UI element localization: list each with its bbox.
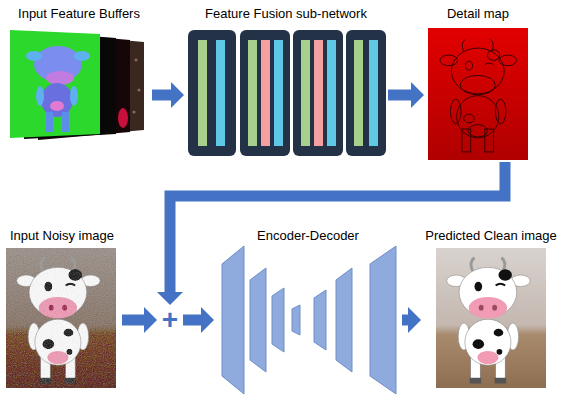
panel-heading: Input Feature Buffers xyxy=(6,6,152,22)
flow-arrow xyxy=(402,320,408,321)
noisy-image-illustration xyxy=(6,248,116,388)
panel-heading: Input Noisy image xyxy=(2,228,122,244)
flow-arrow xyxy=(388,95,411,96)
flow-arrow xyxy=(183,320,201,321)
flow-arrow xyxy=(152,95,171,96)
network-block: Encoder-Decoder xyxy=(214,228,402,398)
flow-arrow xyxy=(122,320,144,321)
arrow-shaft xyxy=(122,315,144,326)
encoder-decoder-illustration xyxy=(222,246,396,394)
panel-heading: Detail map xyxy=(424,6,532,22)
flow-arrow xyxy=(170,162,505,292)
network-block: Feature Fusion sub-network xyxy=(184,6,388,158)
image-panel: Predicted Clean image xyxy=(421,228,561,392)
panel-heading: Feature Fusion sub-network xyxy=(184,6,388,22)
panel-heading: Encoder-Decoder xyxy=(214,228,402,244)
fusion-blocks-illustration xyxy=(188,30,386,156)
feature-buffers-illustration xyxy=(10,30,144,140)
arrow-shaft xyxy=(183,315,201,326)
operator-sign: + xyxy=(157,305,183,335)
image-panel: Detail map xyxy=(424,6,532,162)
detail-map-illustration xyxy=(428,28,528,160)
image-panel: Input Noisy image xyxy=(2,228,122,390)
arrow-shaft xyxy=(152,90,171,101)
clean-image-illustration xyxy=(436,248,546,388)
operator-symbol: + xyxy=(157,305,183,335)
arrow-shaft xyxy=(388,90,411,101)
arrow-shaft xyxy=(402,315,408,326)
image-panel: Input Feature Buffers xyxy=(6,6,152,146)
panel-heading: Predicted Clean image xyxy=(421,228,561,244)
arrow-shaft xyxy=(170,162,505,292)
